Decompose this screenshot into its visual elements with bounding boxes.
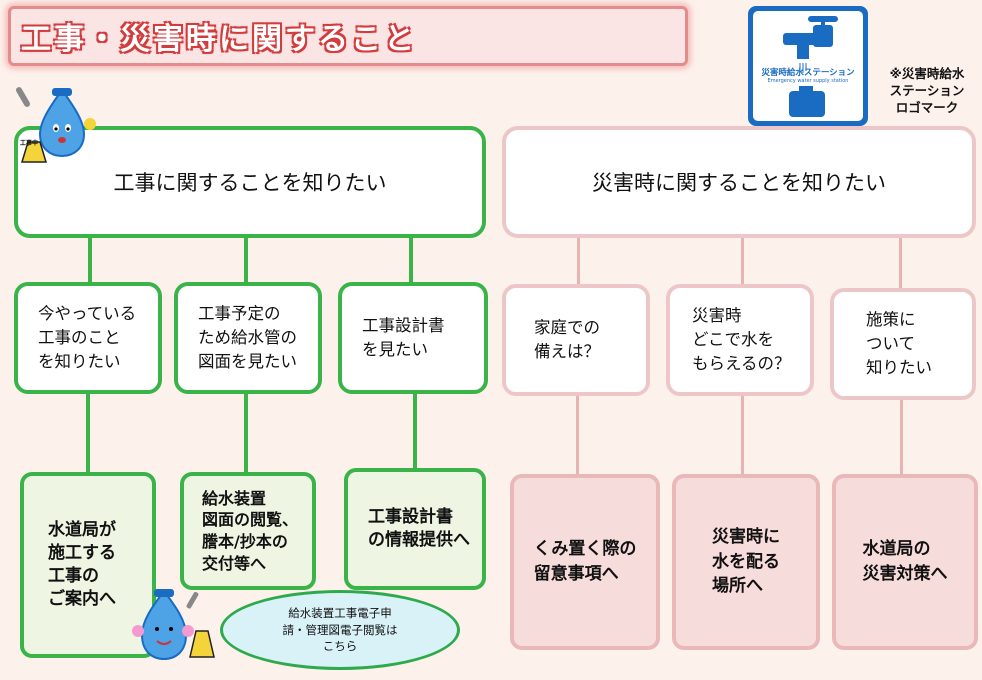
connector-line	[899, 236, 902, 288]
question-label: 工事設計書 を見たい	[362, 316, 445, 359]
connector-line	[577, 236, 580, 286]
link-water-distribution-places[interactable]: 災害時に 水を配る 場所へ	[672, 474, 820, 650]
disaster-header-label: 災害時に関することを知りたい	[592, 171, 886, 195]
link-drawing-inspection[interactable]: 給水装置 図面の閲覧、 謄本/抄本の 交付等へ	[180, 472, 316, 590]
link-design-docs-info[interactable]: 工事設計書 の情報提供へ	[344, 468, 486, 590]
connector-line	[900, 398, 903, 476]
link-label: 災害時に 水を配る 場所へ	[712, 527, 780, 597]
question-label: 工事予定の ため給水管の 図面を見たい	[198, 304, 297, 371]
logo-subtext: Emergency water supply station	[767, 78, 849, 84]
water-drop-mascot-icon	[14, 84, 104, 164]
mascot-sign-text: 工事中	[20, 140, 39, 147]
question-pipe-drawings[interactable]: 工事予定の ため給水管の 図面を見たい	[174, 282, 322, 394]
logo-note: ※災害時給水 ステーション ロゴマーク	[889, 66, 965, 115]
link-bureau-construction[interactable]: 水道局が 施工する 工事の ご案内へ	[20, 472, 156, 658]
link-label: 給水装置 図面の閲覧、 謄本/抄本の 交付等へ	[202, 488, 299, 573]
link-disaster-measures[interactable]: 水道局の 災害対策へ	[832, 474, 978, 650]
construction-header-box[interactable]: 工事に関することを知りたい	[14, 126, 486, 238]
link-label: くみ置く際の 留意事項へ	[533, 539, 637, 584]
page-title: 工事・災害時に関すること	[21, 22, 417, 57]
logo-inner-panel	[753, 11, 863, 121]
disaster-header-box[interactable]: 災害時に関することを知りたい	[502, 126, 976, 238]
question-home-preparation[interactable]: 家庭での 備えは？	[502, 284, 650, 396]
construction-header-label: 工事に関することを知りたい	[113, 171, 387, 195]
connector-line	[413, 392, 417, 472]
question-water-distribution[interactable]: 災害時 どこで水を もらえるの？	[666, 284, 814, 396]
question-design-docs[interactable]: 工事設計書 を見たい	[338, 282, 488, 394]
connector-line	[741, 236, 744, 286]
connector-line	[741, 396, 744, 476]
connector-line	[244, 392, 248, 476]
question-label: 災害時 どこで水を もらえるの？	[692, 306, 791, 373]
question-label: 施策に ついて 知りたい	[866, 310, 932, 377]
connector-line	[88, 236, 92, 286]
question-current-construction[interactable]: 今やっている 工事のこと を知りたい	[14, 282, 162, 394]
link-storage-notes[interactable]: くみ置く際の 留意事項へ	[510, 474, 660, 650]
link-label: 水道局が 施工する 工事の ご案内へ	[48, 520, 116, 609]
logo-text: 災害時給水ステーション	[761, 68, 855, 78]
connector-line	[86, 392, 90, 476]
bubble-label: 給水装置工事電子申 請・管理図電子閲覧は こちら	[282, 605, 398, 654]
connector-line	[244, 236, 248, 286]
electronic-application-bubble[interactable]: 給水装置工事電子申 請・管理図電子閲覧は こちら	[220, 590, 460, 670]
link-label: 水道局の 災害対策へ	[862, 539, 948, 584]
page-title-banner: 工事・災害時に関すること	[8, 6, 688, 66]
question-label: 家庭での 備えは？	[534, 318, 600, 361]
water-tank-icon	[789, 91, 825, 117]
question-label: 今やっている 工事のこと を知りたい	[38, 304, 137, 371]
question-policies[interactable]: 施策に ついて 知りたい	[830, 288, 976, 400]
link-label: 工事設計書 の情報提供へ	[368, 507, 470, 550]
connector-line	[409, 236, 413, 286]
faucet-icon	[783, 16, 838, 117]
connector-line	[576, 396, 579, 476]
water-drop-mascot-pink-icon	[130, 585, 222, 671]
